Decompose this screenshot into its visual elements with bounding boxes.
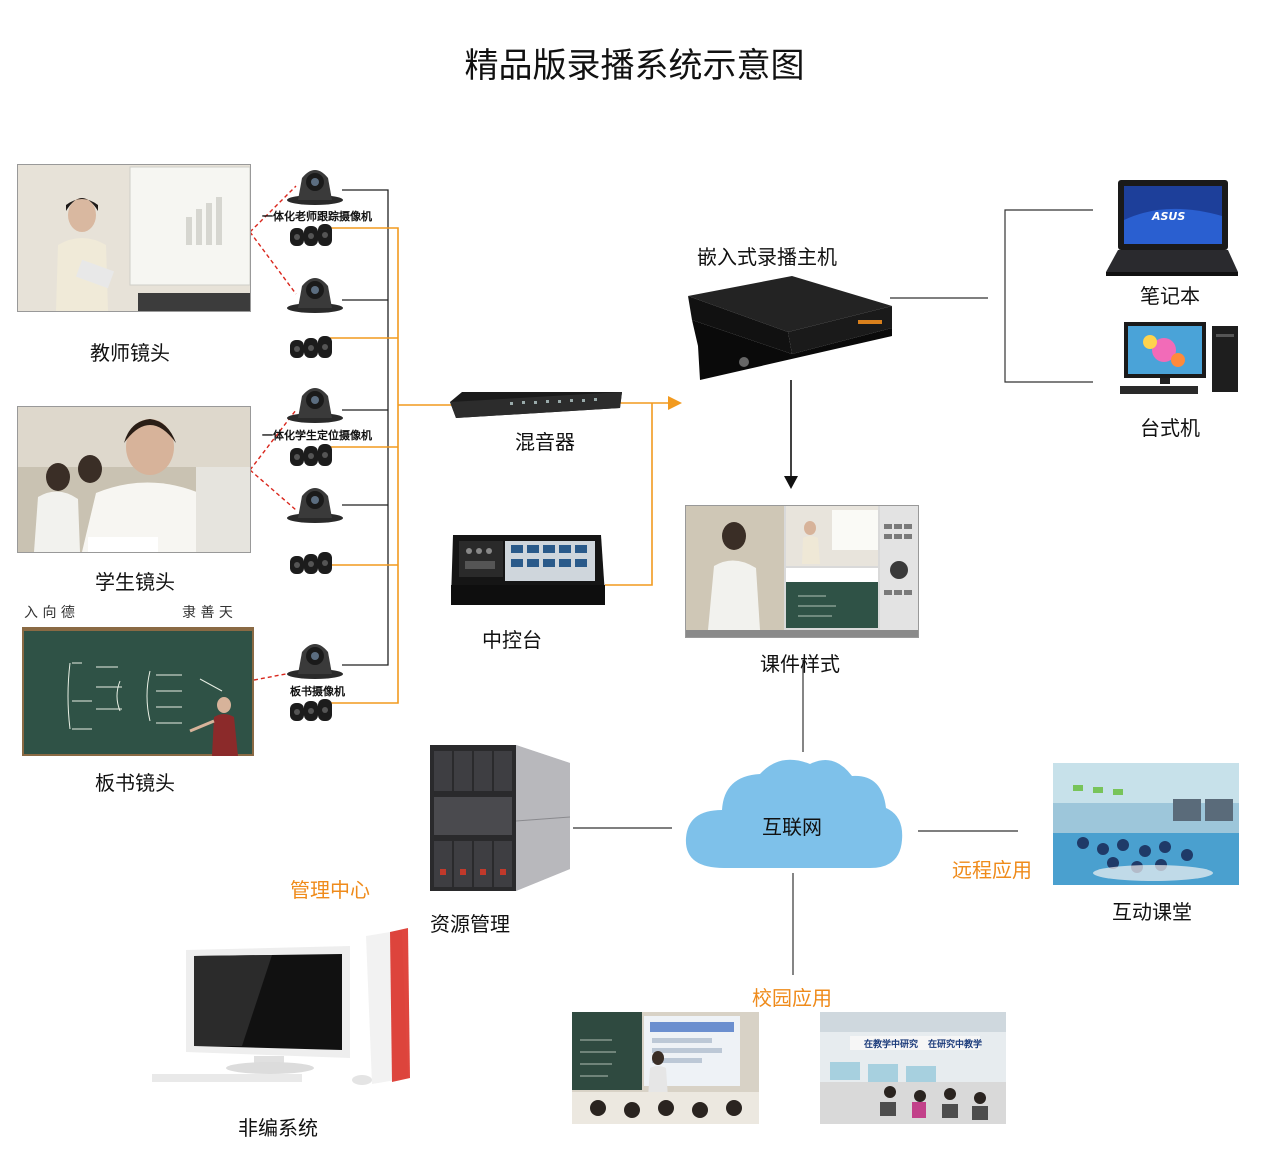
internet-cloud-icon: [684, 752, 904, 880]
diagram-title: 精品版录播系统示意图: [464, 46, 805, 86]
student-lens-photo: [17, 406, 251, 553]
campus-lab-photo: 在教学中研究 在研究中教学: [820, 1012, 1006, 1124]
mixer-device-icon: [450, 388, 622, 428]
host-label: 嵌入式录播主机: [697, 245, 837, 269]
board-camera-label: 板书摄像机: [290, 685, 345, 698]
control-console-label: 中控台: [482, 628, 542, 652]
remote-application-label: 远程应用: [952, 858, 1032, 882]
courseware-screenshot: [685, 505, 919, 638]
campus-application-label: 校园应用: [752, 986, 832, 1010]
teacher-lens-label: 教师镜头: [90, 341, 170, 365]
board-banner-left: 入 向 德: [24, 605, 75, 621]
laptop-brand-text: ASUS: [1151, 210, 1185, 223]
desktop-icon: [1120, 320, 1242, 402]
internet-label: 互联网: [762, 815, 822, 839]
laptop-icon: ASUS: [1106, 180, 1238, 282]
ptz-camera-icon: [284, 268, 346, 318]
nonlinear-edit-workstation-icon: [152, 928, 414, 1092]
ptz-camera-icon: [284, 634, 346, 684]
microphone-icon: [288, 550, 336, 582]
resource-server-icon: [430, 745, 571, 897]
lab-banner-text-2: 在研究中教学: [928, 1038, 982, 1050]
management-center-label: 管理中心: [290, 878, 370, 902]
student-locating-camera-label: 一体化学生定位摄像机: [262, 429, 372, 442]
teacher-lens-photo: [17, 164, 251, 312]
mixer-label: 混音器: [515, 430, 575, 454]
ptz-camera-icon: [284, 378, 346, 428]
microphone-icon: [288, 697, 336, 729]
board-lens-label: 板书镜头: [95, 771, 175, 795]
student-lens-label: 学生镜头: [95, 570, 175, 594]
ptz-camera-icon: [284, 160, 346, 210]
interactive-classroom-photo: [1053, 763, 1239, 885]
ptz-camera-icon: [284, 478, 346, 528]
microphone-icon: [288, 222, 336, 254]
desktop-label: 台式机: [1140, 416, 1200, 440]
teacher-tracking-camera-label: 一体化老师跟踪摄像机: [262, 210, 372, 223]
laptop-label: 笔记本: [1140, 284, 1200, 308]
microphone-icon: [288, 442, 336, 474]
control-console-icon: [445, 535, 605, 611]
microphone-icon: [288, 334, 336, 366]
resource-management-label: 资源管理: [430, 912, 510, 936]
host-device-icon: [688, 276, 892, 388]
courseware-label: 课件样式: [760, 652, 840, 676]
board-lens-photo: 入 向 德 隶 善 天: [22, 601, 254, 756]
lab-banner-text-1: 在教学中研究: [864, 1038, 918, 1050]
campus-classroom-photo: [572, 1012, 759, 1124]
interactive-classroom-label: 互动课堂: [1112, 900, 1192, 924]
board-banner-right: 隶 善 天: [182, 605, 233, 621]
nonlinear-edit-label: 非编系统: [238, 1116, 318, 1140]
